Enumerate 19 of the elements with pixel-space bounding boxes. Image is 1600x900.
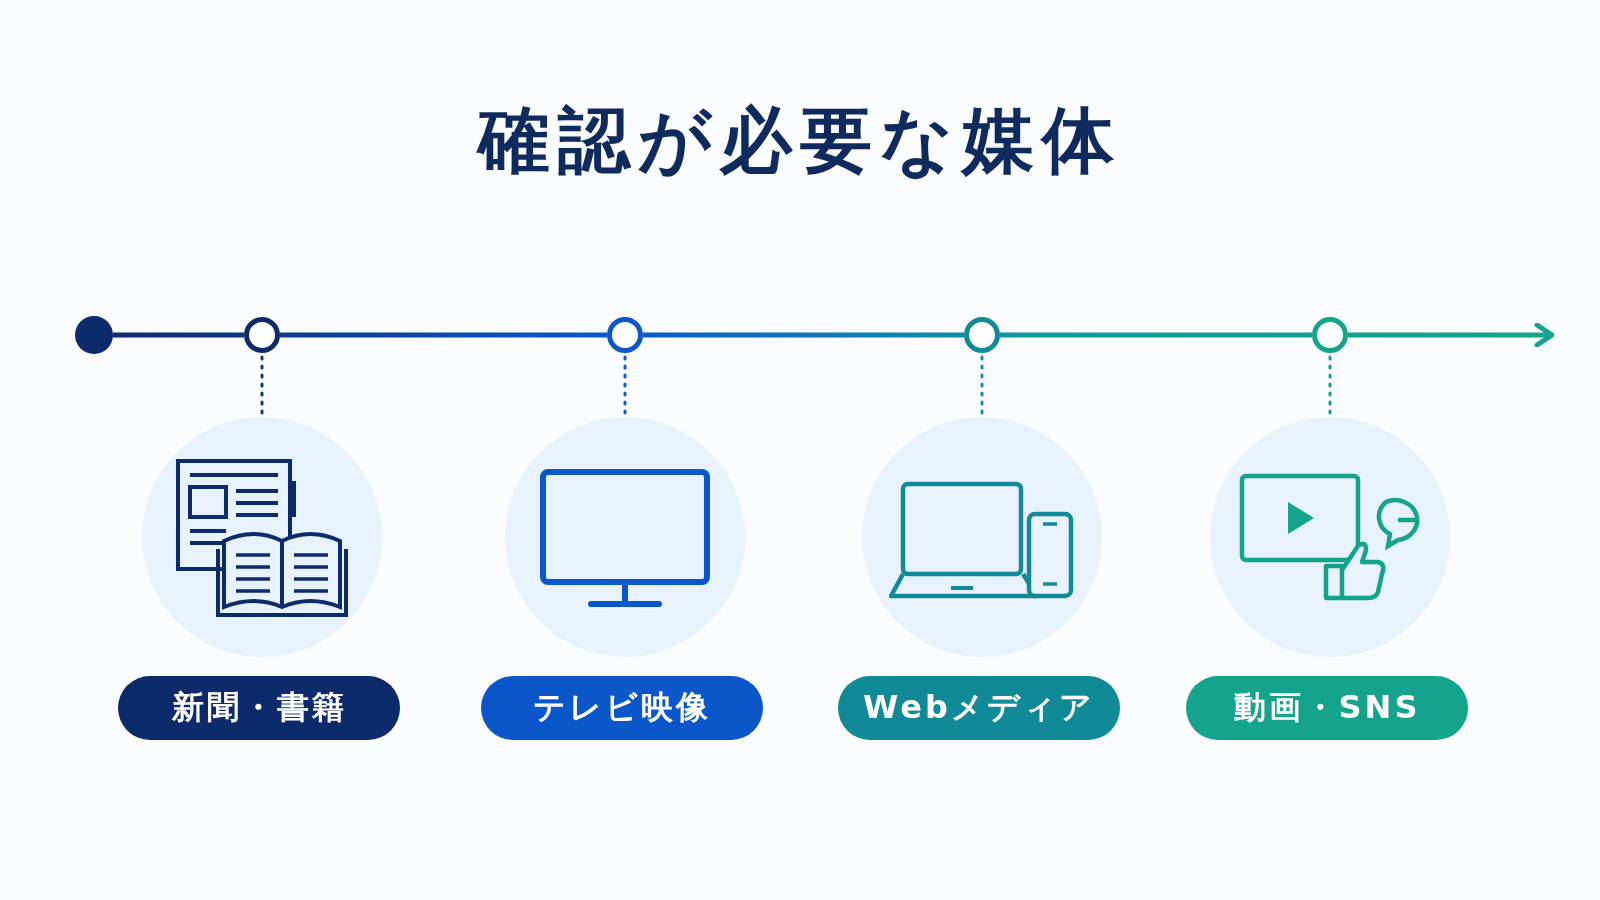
timeline-line	[1000, 332, 1312, 338]
timeline-line	[280, 332, 607, 338]
media-label: テレビ映像	[481, 676, 763, 740]
dotted-connector	[260, 355, 264, 415]
timeline-marker	[964, 317, 1000, 353]
dotted-connector	[980, 355, 984, 415]
media-label: 新聞・書籍	[118, 676, 400, 740]
start-dot	[75, 316, 113, 354]
timeline-marker	[607, 317, 643, 353]
timeline-line	[113, 332, 244, 338]
dotted-connector	[623, 355, 627, 415]
media-label: Webメディア	[838, 676, 1120, 740]
dotted-connector	[1328, 355, 1332, 415]
title: 確認が必要な媒体	[475, 97, 1123, 184]
timeline-marker	[244, 317, 280, 353]
timeline-line	[643, 332, 964, 338]
timeline-marker	[1312, 317, 1348, 353]
media-label: 動画・SNS	[1186, 676, 1468, 740]
timeline-arrow	[1348, 322, 1555, 348]
